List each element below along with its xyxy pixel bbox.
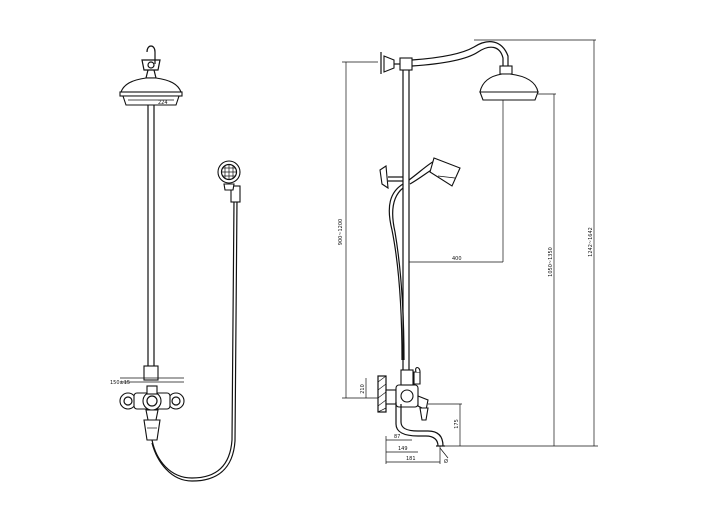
dim-inlet-offset: 210 [360,384,366,394]
side-bath-spout [395,402,445,447]
side-view: 900~1200 400 1050~1350 1242~1642 210 175 [338,39,598,465]
side-shower-hose [388,183,405,361]
side-rain-shower-head [479,65,539,101]
dim-total-height: 1242~1642 [588,227,594,257]
dim-spout-drop: 87 [394,434,400,440]
side-hand-shower-holder [379,165,403,190]
front-view: 224 150±15 [110,45,241,482]
front-mixer-body: 150±15 [110,365,185,441]
side-mixer-body [385,366,429,421]
dim-body-depth: 149 [398,446,408,452]
dim-inlet-spacing: 150±15 [110,380,130,386]
dimension-lines: 900~1200 400 1050~1350 1242~1642 210 175 [338,39,598,465]
dim-head-height: 1050~1350 [548,247,554,277]
front-top-bracket [141,45,161,79]
front-riser-pipe [147,105,155,368]
side-hand-shower [408,157,461,187]
dim-spout-height: 175 [454,419,460,429]
front-hand-shower [217,160,241,203]
dim-hand-shower-height: 900~1200 [338,219,344,245]
side-top-wall-bracket [380,52,413,74]
side-gooseneck-arm [411,41,509,68]
dim-shower-head-diameter: 224 [158,100,168,106]
dim-spout-length: 181 [406,456,416,462]
front-rain-shower-head: 224 [119,77,183,106]
dim-arm-reach: 400 [452,256,462,262]
side-wall-section [377,375,387,413]
front-shower-hose [151,199,238,482]
dim-outlet-diameter: Ø [444,458,448,465]
